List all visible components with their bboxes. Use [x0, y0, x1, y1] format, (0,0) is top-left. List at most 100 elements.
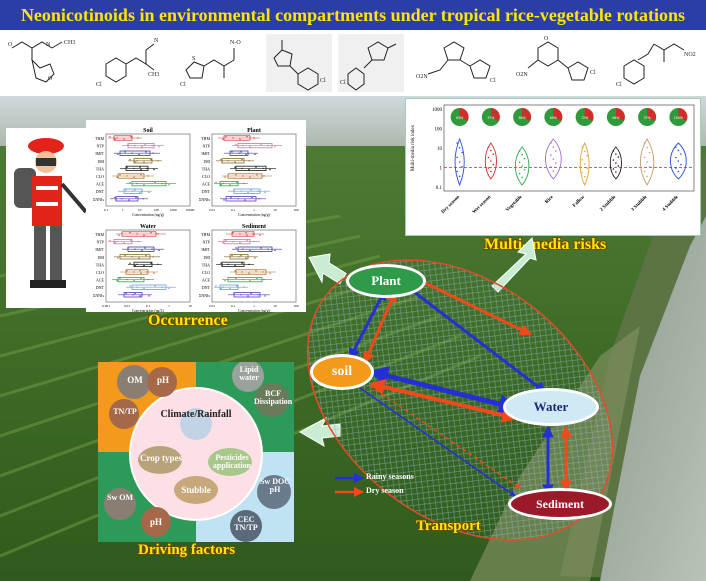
tick-label: 0.1 [104, 208, 109, 212]
violin-point [586, 167, 588, 170]
point [118, 234, 120, 236]
compound-label: IMIT [95, 247, 104, 252]
risk-label: Multi-media risks [484, 236, 607, 253]
compound-label: DNT [96, 189, 105, 194]
point [234, 161, 236, 163]
point [136, 233, 138, 235]
point [144, 247, 146, 249]
point [157, 160, 159, 162]
point [145, 151, 147, 153]
point [232, 232, 234, 234]
point [246, 239, 248, 242]
point [241, 158, 243, 161]
driver-om: OM [127, 375, 143, 385]
driver-bcf: BCF Dissipation [254, 389, 293, 407]
point [242, 144, 244, 147]
violin-point [456, 142, 458, 144]
risk-pie-slice [490, 108, 500, 121]
tick-label: 0.01 [209, 208, 215, 212]
compound-label: ΣNNIs [199, 293, 210, 298]
point [139, 295, 141, 297]
box [233, 292, 261, 298]
point [248, 263, 250, 266]
compound-label: NTP [202, 144, 210, 149]
point [153, 168, 155, 171]
axis-label: Concentration (ng/L) [132, 309, 165, 312]
tick-label: 10 [188, 304, 192, 308]
violin-point [612, 168, 615, 170]
svg-text:O: O [8, 42, 13, 48]
point [147, 278, 149, 281]
point [168, 287, 170, 290]
point [256, 174, 258, 176]
violin-shape [545, 138, 562, 180]
point [125, 189, 127, 191]
risk-ytick: 100 [435, 128, 443, 133]
driver-cec-tntp: CEC TN/TP [234, 515, 258, 533]
point [255, 166, 257, 168]
point [220, 158, 222, 161]
drivers-graphic [98, 362, 294, 542]
tick-label: 100 [293, 208, 299, 212]
compound-label: THA [202, 166, 210, 171]
point [139, 191, 141, 194]
risk-pie-label: 72% [581, 116, 588, 120]
violin-point [643, 142, 646, 144]
point [243, 182, 245, 185]
svg-text:Cl: Cl [180, 82, 186, 88]
point [223, 199, 225, 201]
risk-category-label: Rice [545, 194, 556, 205]
subplot-frame [105, 133, 191, 207]
driver-sw-doc-ph: Sw DOC pH [259, 477, 290, 495]
subplot-title: Water [140, 224, 156, 230]
box [221, 261, 245, 267]
compound-label: CLO [202, 174, 210, 179]
point [231, 254, 233, 257]
point [116, 280, 118, 282]
point [227, 160, 229, 162]
svg-text:CH3: CH3 [148, 72, 159, 78]
compound-label: THA [96, 166, 104, 171]
point [124, 151, 126, 153]
risk-ylabel: Multi-media risk index [411, 124, 416, 171]
point [123, 138, 125, 140]
point [129, 262, 131, 264]
point [133, 167, 135, 170]
tick-label: 100 [154, 208, 160, 212]
point [154, 181, 156, 184]
tick-label: 100 [293, 304, 299, 308]
point [230, 196, 232, 199]
point [240, 254, 242, 257]
point [136, 263, 138, 266]
legend-dry-label: Dry season [366, 486, 404, 495]
violin-point [555, 150, 557, 152]
point [168, 184, 170, 186]
box [131, 284, 167, 290]
point [246, 234, 248, 236]
tick-label: 10000 [186, 208, 195, 212]
violin-point [581, 158, 583, 161]
point [236, 285, 238, 287]
point [152, 256, 154, 258]
violin-point [518, 150, 521, 152]
point [258, 198, 260, 200]
box [221, 158, 245, 164]
point [247, 256, 249, 258]
point [235, 247, 237, 249]
compound-label: ΣNNIs [93, 197, 104, 202]
box [125, 165, 149, 172]
violin-shape [609, 146, 622, 180]
box [235, 269, 267, 275]
point [222, 286, 224, 288]
violin-point [523, 157, 526, 160]
point [237, 198, 239, 200]
risk-ytick: 0.1 [436, 186, 443, 191]
violin-point [550, 154, 552, 156]
compound-label: CLO [96, 174, 104, 179]
svg-text:S: S [192, 56, 195, 62]
compound-label: THM [95, 136, 104, 141]
point [137, 240, 139, 243]
